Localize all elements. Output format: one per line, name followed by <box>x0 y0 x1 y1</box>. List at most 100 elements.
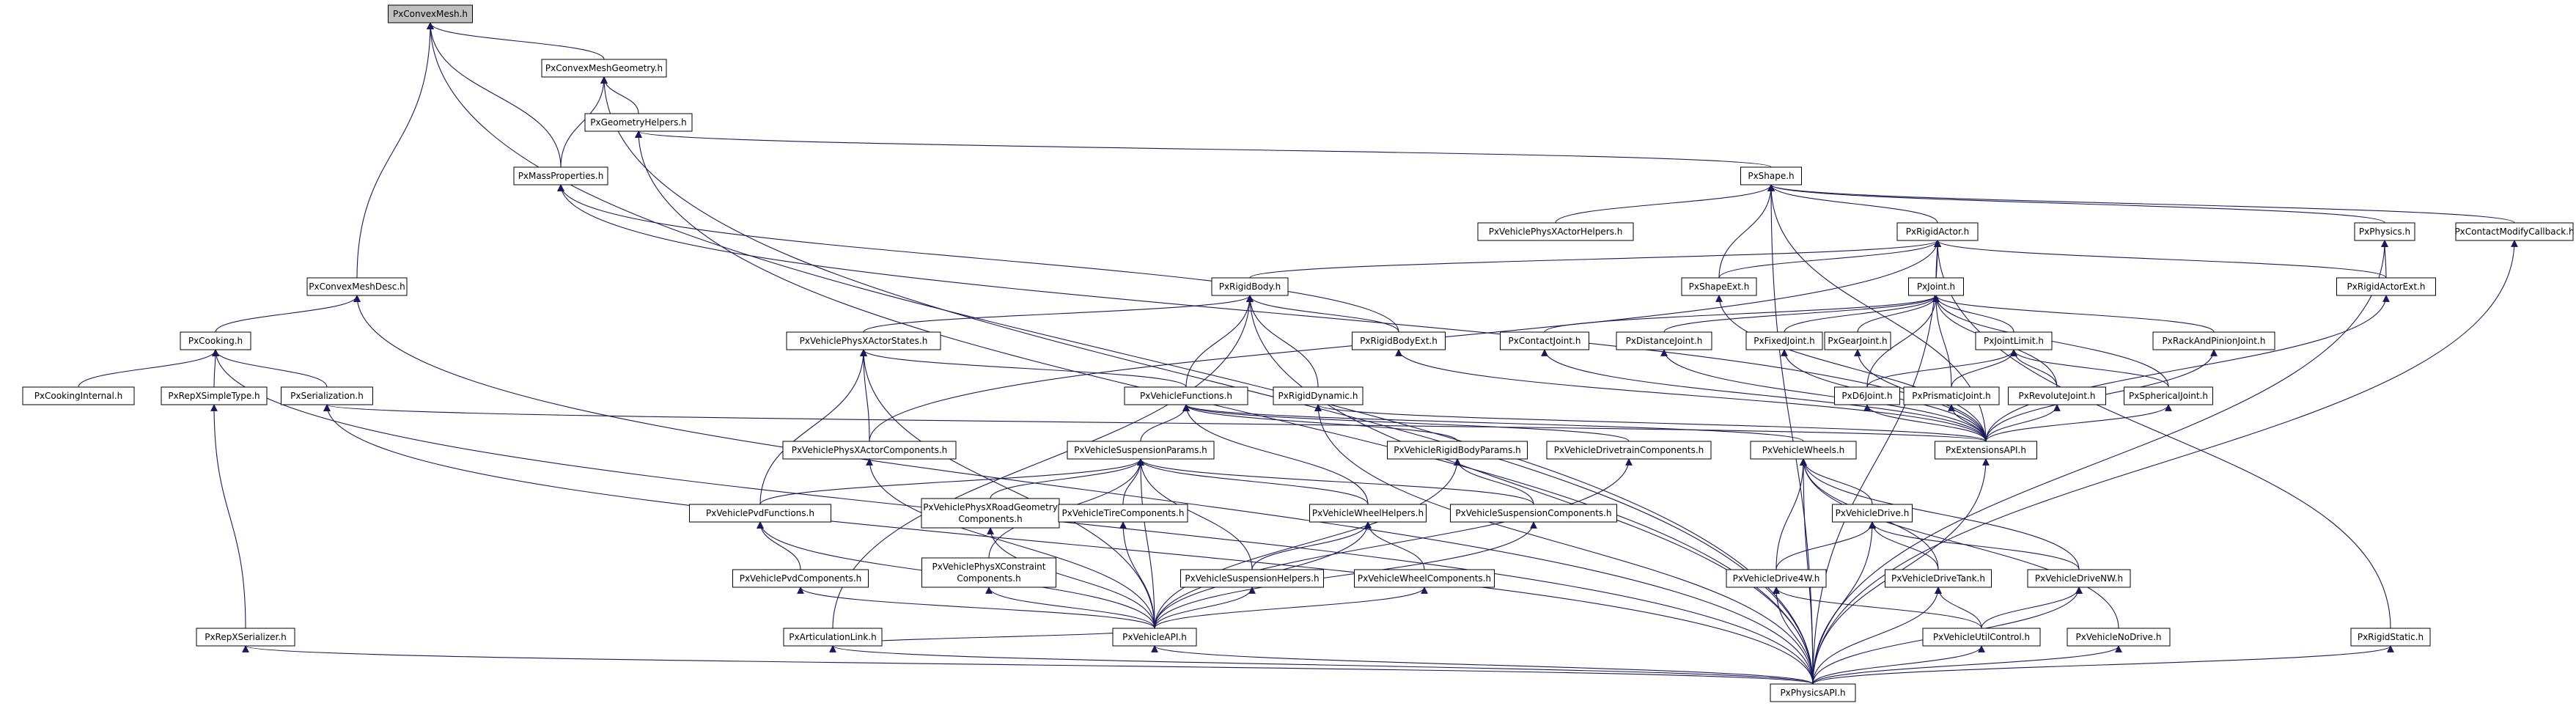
node-vsuspparams[interactable]: PxVehicleSuspensionParams.h <box>1067 441 1215 460</box>
node-gearjoint[interactable]: PxGearJoint.h <box>1824 331 1891 350</box>
edge-convexmesh-massprops <box>427 22 562 168</box>
node-vdrivetraincomps[interactable]: PxVehicleDrivetrainComponents.h <box>1546 441 1712 460</box>
node-box <box>2067 628 2171 647</box>
node-box <box>1067 441 1215 460</box>
node-rackjoint[interactable]: PxRackAndPinionJoint.h <box>2152 331 2275 350</box>
node-prismatic[interactable]: PxPrismaticJoint.h <box>1903 386 2000 405</box>
node-distancejoint[interactable]: PxDistanceJoint.h <box>1616 331 1712 350</box>
node-vdrivetank[interactable]: PxVehicleDriveTank.h <box>1885 569 1992 588</box>
edge-cmgeom-massprops <box>560 76 608 168</box>
node-repxserializer[interactable]: PxRepXSerializer.h <box>196 628 295 647</box>
node-geomhelpers[interactable]: PxGeometryHelpers.h <box>584 113 693 132</box>
node-label: PxRigidStatic.h <box>2358 632 2424 642</box>
edge-jointlimit-prismatic <box>1951 349 2017 388</box>
node-label: PxPhysicsAPI.h <box>1780 688 1845 698</box>
edge-shapeext-extapi <box>1715 295 1987 442</box>
node-serialization[interactable]: PxSerialization.h <box>281 386 373 405</box>
node-rigidbody[interactable]: PxRigidBody.h <box>1211 277 1289 296</box>
node-box <box>1935 441 2037 460</box>
node-physicsapi[interactable]: PxPhysicsAPI.h <box>1770 683 1856 702</box>
node-jointlimit[interactable]: PxJointLimit.h <box>1975 331 2053 350</box>
edge-vwheelhelpers-vwheelcomps <box>1364 521 1425 570</box>
node-vutilcontrol[interactable]: PxVehicleUtilControl.h <box>1922 628 2041 647</box>
node-cmdesc[interactable]: PxConvexMeshDesc.h <box>306 277 408 296</box>
node-artlink[interactable]: PxArticulationLink.h <box>783 628 883 647</box>
edge-geomhelpers-shape <box>635 130 1772 168</box>
node-vpvdfunctions[interactable]: PxVehiclePvdFunctions.h <box>689 504 831 523</box>
node-rigidstatic[interactable]: PxRigidStatic.h <box>2350 628 2431 647</box>
node-rigidactor[interactable]: PxRigidActor.h <box>1896 222 1979 241</box>
node-box <box>921 498 1060 529</box>
node-fixedjoint[interactable]: PxFixedJoint.h <box>1745 331 1823 350</box>
edge-joint-gearjoint <box>1857 295 1940 333</box>
node-physics[interactable]: PxPhysics.h <box>2354 222 2415 241</box>
node-vpvdcomps[interactable]: PxVehiclePvdComponents.h <box>732 569 869 588</box>
node-label: PxRigidBodyExt.h <box>1360 336 1438 346</box>
node-rigidactorext[interactable]: PxRigidActorExt.h <box>2336 277 2436 296</box>
edge-vpactorstates-vpactorcomps <box>860 349 870 442</box>
node-label: PxRepXSerializer.h <box>205 632 287 642</box>
node-contactmodcb[interactable]: PxContactModifyCallback.h <box>2454 222 2575 241</box>
node-box <box>2152 331 2275 350</box>
edge-vapi-physicsapi <box>1151 645 1814 685</box>
node-revolute[interactable]: PxRevoluteJoint.h <box>2008 386 2106 405</box>
node-vsusphelpers[interactable]: PxVehicleSuspensionHelpers.h <box>1180 569 1324 588</box>
node-cooking[interactable]: PxCooking.h <box>180 331 251 350</box>
node-box <box>1922 628 2041 647</box>
node-label: PxVehiclePhysXActorHelpers.h <box>1489 227 1623 237</box>
edge-vsuspparams-vapi <box>1137 458 1155 629</box>
node-d6joint[interactable]: PxD6Joint.h <box>1834 386 1900 405</box>
node-massprops[interactable]: PxMassProperties.h <box>513 166 608 185</box>
edge-shape-shapeext <box>1718 184 1775 279</box>
node-label: PxVehicleTireComponents.h <box>1062 508 1185 518</box>
node-label: PxVehicleNoDrive.h <box>2076 632 2162 642</box>
edge-rigidbody-rigidbodyext <box>1246 295 1399 333</box>
node-vpactorcomps[interactable]: PxVehiclePhysXActorComponents.h <box>782 441 957 460</box>
node-rigiddynamic[interactable]: PxRigidDynamic.h <box>1273 386 1364 405</box>
edge-serialization-extapi <box>323 404 1987 442</box>
node-vnodrive[interactable]: PxVehicleNoDrive.h <box>2067 628 2171 647</box>
node-vwheelhelpers[interactable]: PxVehicleWheelHelpers.h <box>1309 504 1427 523</box>
node-cmgeom[interactable]: PxConvexMeshGeometry.h <box>541 59 667 78</box>
node-box <box>1546 441 1712 460</box>
node-box <box>1616 331 1712 350</box>
edge-joint-prismatic <box>1932 295 1952 388</box>
node-cookinginternal[interactable]: PxCookingInternal.h <box>22 386 135 405</box>
node-vpactorhelpers[interactable]: PxVehiclePhysXActorHelpers.h <box>1477 222 1634 241</box>
node-vdrivenw[interactable]: PxVehicleDriveNW.h <box>2027 569 2131 588</box>
node-extapi[interactable]: PxExtensionsAPI.h <box>1935 441 2037 460</box>
node-repxsimple[interactable]: PxRepXSimpleType.h <box>161 386 268 405</box>
node-label: PxVehicleRigidBodyParams.h <box>1394 445 1520 455</box>
node-vdrive[interactable]: PxVehicleDrive.h <box>1832 504 1913 523</box>
edge-vsuspparams-vsusphelpers <box>1137 458 1253 570</box>
node-vpactorstates[interactable]: PxVehiclePhysXActorStates.h <box>786 331 941 350</box>
node-shapeext[interactable]: PxShapeExt.h <box>1681 277 1757 296</box>
node-label: PxVehicleWheelHelpers.h <box>1312 508 1424 518</box>
edge-vpactorstates-vfunctions <box>860 349 1187 388</box>
node-box <box>782 441 957 460</box>
edge-vpvdcomps-vapi <box>797 587 1155 629</box>
node-convexmesh[interactable]: PxConvexMesh.h <box>388 4 473 23</box>
node-vrigidbodyparams[interactable]: PxVehicleRigidBodyParams.h <box>1387 441 1528 460</box>
edge-rigidactor-shapeext <box>1718 240 1941 279</box>
node-vwheelcomps[interactable]: PxVehicleWheelComponents.h <box>1354 569 1495 588</box>
node-joint[interactable]: PxJoint.h <box>1908 277 1964 296</box>
node-rigidbodyext[interactable]: PxRigidBodyExt.h <box>1352 331 1446 350</box>
node-spherical[interactable]: PxSphericalJoint.h <box>2124 386 2213 405</box>
node-shape[interactable]: PxShape.h <box>1740 166 1802 185</box>
node-vdrive4w[interactable]: PxVehicleDrive4W.h <box>1726 569 1827 588</box>
node-vfunctions[interactable]: PxVehicleFunctions.h <box>1124 386 1248 405</box>
edge-rigidbodyext-extapi <box>1395 349 1987 442</box>
node-vwheels[interactable]: PxVehicleWheels.h <box>1750 441 1857 460</box>
node-contactjoint[interactable]: PxContactJoint.h <box>1500 331 1589 350</box>
edge-vpactorcomps-vapi <box>866 458 1155 629</box>
node-vtirecomps[interactable]: PxVehicleTireComponents.h <box>1058 504 1188 523</box>
node-vapi[interactable]: PxVehicleAPI.h <box>1112 628 1197 647</box>
node-box <box>1058 504 1188 523</box>
edge-rigidbody-vfunctions <box>1185 295 1254 388</box>
edge-jointlimit-d6joint <box>1866 349 2017 388</box>
node-label: PxRigidActorExt.h <box>2347 282 2426 292</box>
node-vsuspcomps[interactable]: PxVehicleSuspensionComponents.h <box>1450 504 1617 523</box>
